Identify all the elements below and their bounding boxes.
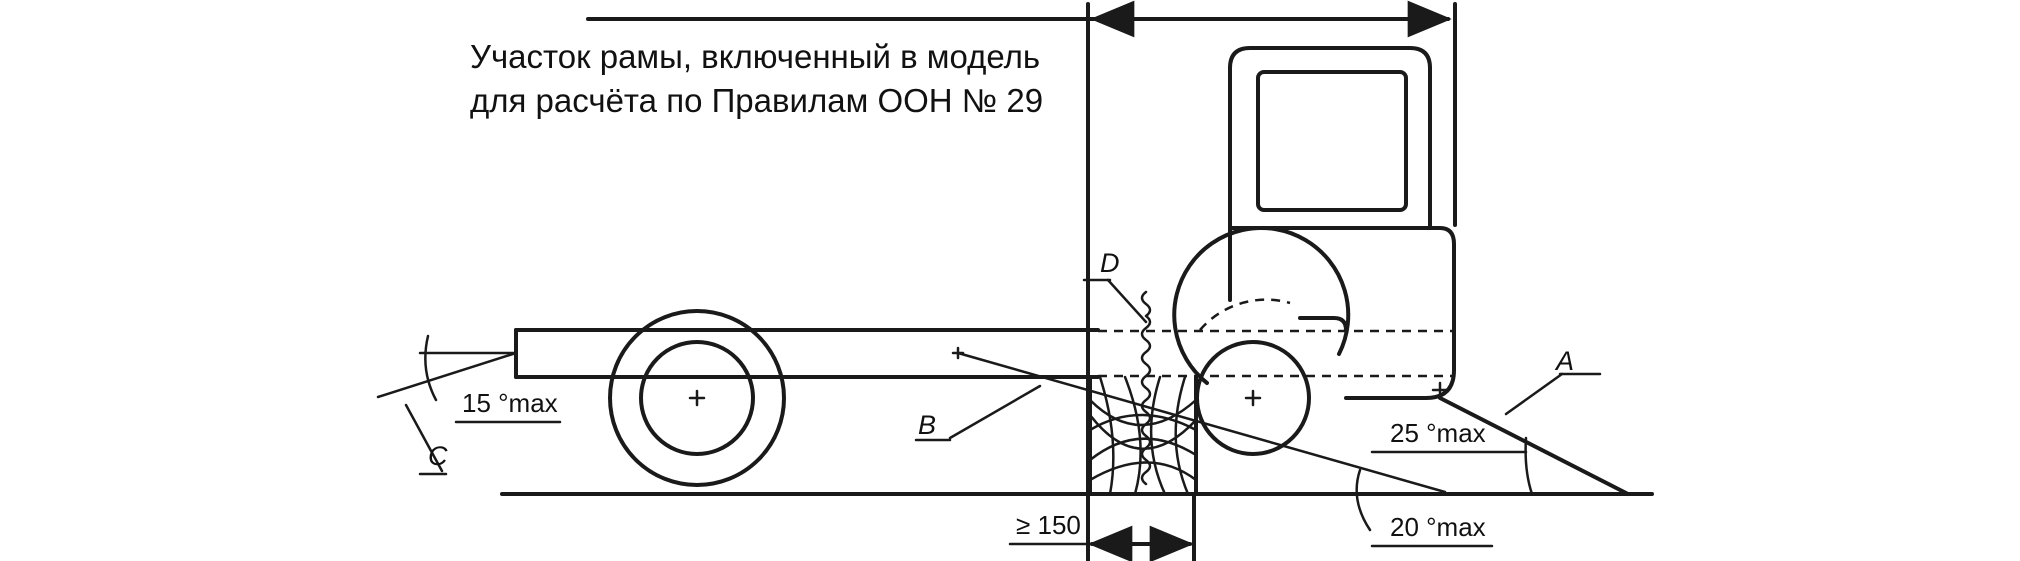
impact-zone — [1088, 375, 1198, 496]
rear-wheel — [608, 309, 786, 487]
label-b-line — [914, 346, 1447, 494]
caption-line-1: Участок рамы, включенный в модель — [470, 38, 1040, 75]
rear-angle-value: 15 °max — [462, 388, 558, 418]
truck-cab — [1228, 46, 1456, 400]
front-ramp-construction — [1355, 372, 1630, 532]
label-a: A — [1554, 346, 1574, 376]
front-angle-top-value: 25 °max — [1390, 418, 1486, 448]
front-wheel — [1172, 225, 1351, 456]
label-d: D — [1100, 248, 1120, 278]
caption-line-2: для расчёта по Правилам ООН № 29 — [470, 82, 1043, 119]
chassis-frame — [514, 328, 1452, 379]
rear-angle-construction — [376, 334, 518, 476]
label-c: C — [428, 441, 448, 471]
min-length-value: ≥ 150 — [1016, 510, 1081, 540]
label-d-spring — [1082, 278, 1152, 486]
front-angle-bottom-value: 20 °max — [1390, 512, 1486, 542]
label-b: B — [918, 410, 936, 440]
